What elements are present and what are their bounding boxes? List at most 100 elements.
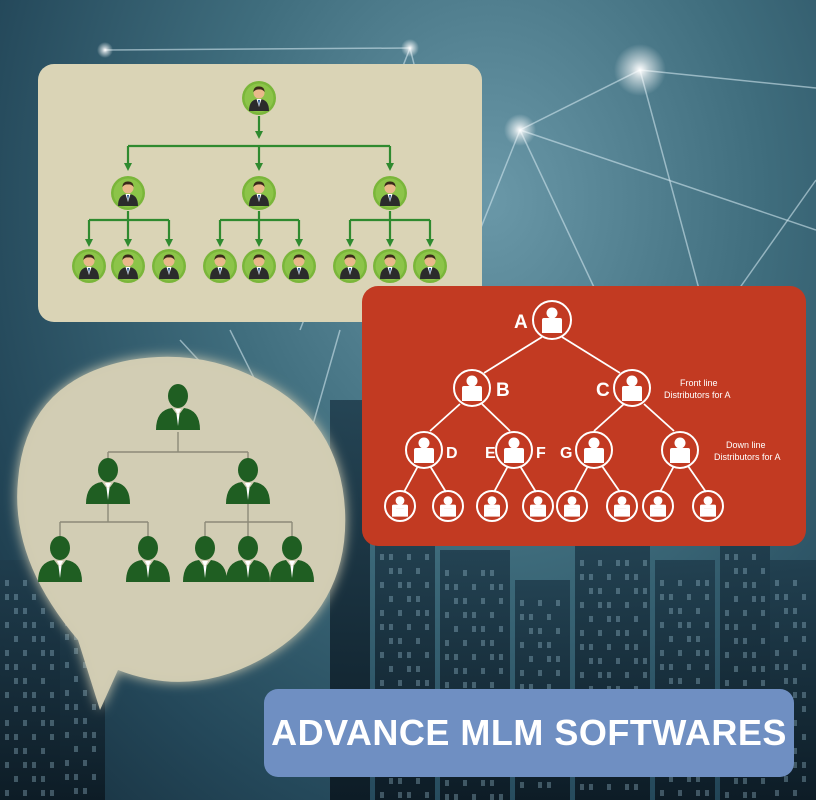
city-window	[678, 650, 682, 656]
city-window	[23, 678, 27, 684]
city-window	[743, 638, 747, 644]
red-node-e-f	[495, 431, 533, 469]
red-leaf-node	[606, 490, 638, 522]
city-window	[50, 762, 54, 768]
city-window	[14, 734, 18, 740]
city-window	[775, 622, 779, 628]
city-window	[23, 622, 27, 628]
city-window	[678, 608, 682, 614]
city-window	[775, 664, 779, 670]
city-window	[556, 600, 560, 606]
city-window	[616, 616, 620, 622]
city-window	[696, 580, 700, 586]
city-window	[793, 650, 797, 656]
city-window	[92, 774, 96, 780]
city-window	[734, 778, 738, 784]
city-window	[481, 780, 485, 786]
city-window	[445, 612, 449, 618]
city-window	[625, 560, 629, 566]
city-window	[454, 584, 458, 590]
city-window	[725, 624, 729, 630]
city-window	[705, 580, 709, 586]
city-window	[5, 664, 9, 670]
city-window	[490, 612, 494, 618]
city-window	[660, 580, 664, 586]
city-window	[725, 680, 729, 686]
city-window	[481, 598, 485, 604]
city-window	[784, 776, 788, 782]
city-window	[472, 794, 476, 800]
city-window	[678, 622, 682, 628]
city-window	[752, 792, 756, 798]
city-window	[678, 790, 682, 796]
red-node-b	[453, 369, 491, 407]
down-line-note-1: Down line	[726, 440, 766, 450]
city-window	[74, 774, 78, 780]
city-window	[398, 792, 402, 798]
city-window	[416, 638, 420, 644]
city-window	[696, 636, 700, 642]
city-window	[734, 596, 738, 602]
city-window	[14, 678, 18, 684]
city-window	[607, 672, 611, 678]
city-window	[23, 790, 27, 796]
city-window	[616, 560, 620, 566]
city-window	[32, 762, 36, 768]
city-window	[14, 706, 18, 712]
city-window	[32, 636, 36, 642]
city-window	[490, 654, 494, 660]
city-window	[32, 706, 36, 712]
city-window	[389, 624, 393, 630]
city-window	[398, 778, 402, 784]
city-window	[598, 630, 602, 636]
city-window	[14, 748, 18, 754]
city-window	[598, 602, 602, 608]
city-window	[14, 636, 18, 642]
city-window	[687, 636, 691, 642]
red-node-a	[532, 300, 572, 340]
label-f: F	[536, 445, 546, 462]
city-window	[669, 678, 673, 684]
city-window	[669, 594, 673, 600]
city-window	[398, 610, 402, 616]
green-org-chart	[72, 81, 447, 283]
city-window	[802, 762, 806, 768]
city-window	[83, 690, 87, 696]
city-window	[425, 554, 429, 560]
label-d: D	[446, 445, 458, 462]
city-window	[389, 554, 393, 560]
city-window	[761, 778, 765, 784]
label-c: C	[596, 380, 610, 401]
city-window	[65, 732, 69, 738]
city-window	[634, 588, 638, 594]
city-window	[625, 672, 629, 678]
city-window	[380, 554, 384, 560]
city-window	[41, 678, 45, 684]
city-window	[607, 784, 611, 790]
city-window	[598, 658, 602, 664]
city-window	[743, 680, 747, 686]
city-window	[407, 582, 411, 588]
label-e: E	[485, 445, 496, 462]
city-window	[92, 732, 96, 738]
city-window	[725, 610, 729, 616]
city-window	[23, 748, 27, 754]
city-window	[5, 622, 9, 628]
city-window	[589, 784, 593, 790]
city-window	[41, 636, 45, 642]
city-window	[398, 638, 402, 644]
city-window	[14, 776, 18, 782]
city-window	[687, 622, 691, 628]
red-annotations: Front line Distributors for A Down line …	[664, 378, 781, 462]
city-window	[643, 588, 647, 594]
city-window	[547, 642, 551, 648]
city-window	[775, 594, 779, 600]
city-window	[705, 650, 709, 656]
city-window	[41, 776, 45, 782]
city-window	[41, 720, 45, 726]
city-window	[598, 560, 602, 566]
city-window	[65, 690, 69, 696]
city-window	[793, 790, 797, 796]
city-window	[463, 570, 467, 576]
